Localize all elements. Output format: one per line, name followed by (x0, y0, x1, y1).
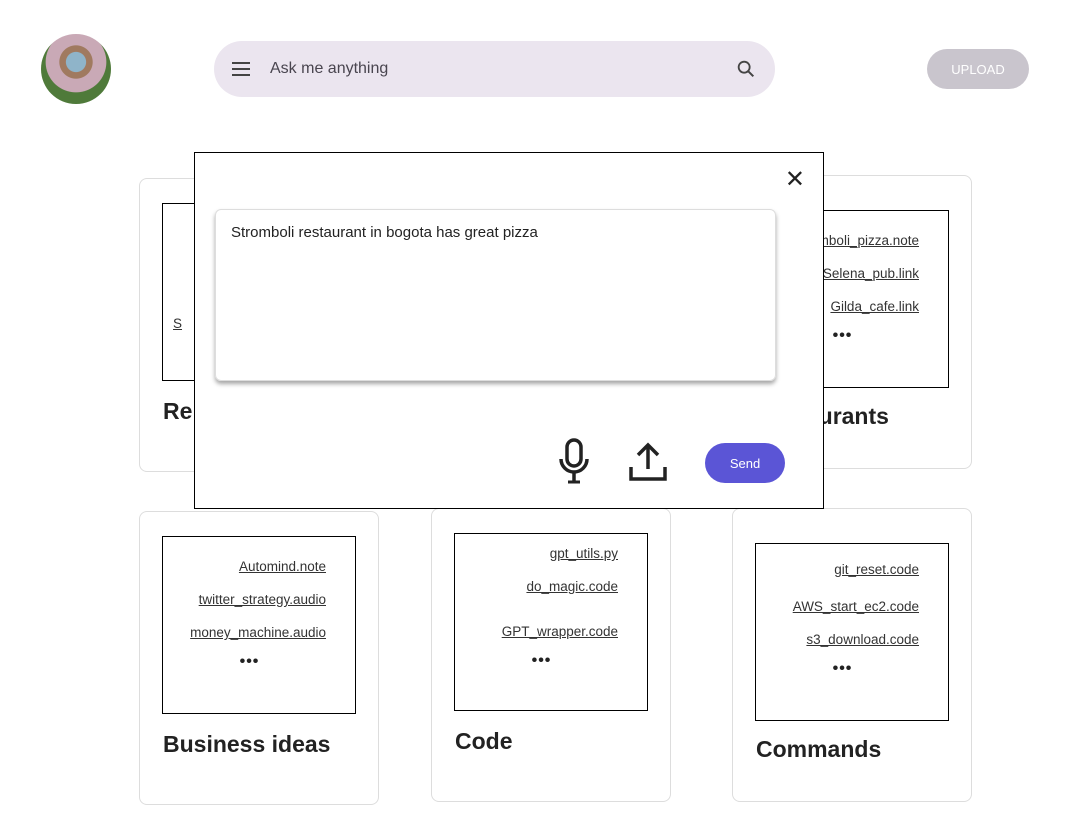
category-card[interactable]: git_reset.code AWS_start_ec2.code s3_dow… (732, 508, 972, 802)
more-icon[interactable]: ••• (832, 327, 853, 344)
file-list: git_reset.code AWS_start_ec2.code s3_dow… (755, 543, 949, 721)
upload-icon[interactable] (627, 441, 669, 483)
category-card[interactable]: Automind.note twitter_strategy.audio mon… (139, 511, 379, 805)
file-link[interactable]: Selena_pub.link (822, 266, 919, 281)
search-input[interactable]: Ask me anything (270, 60, 389, 77)
file-link[interactable]: git_reset.code (834, 562, 919, 577)
note-textarea[interactable]: Stromboli restaurant in bogota has great… (215, 209, 776, 381)
file-link[interactable]: gpt_utils.py (549, 546, 618, 561)
search-bar[interactable]: Ask me anything (214, 41, 775, 97)
more-icon[interactable]: ••• (832, 660, 853, 677)
microphone-icon[interactable] (558, 437, 590, 485)
card-title: Business ideas (163, 731, 331, 757)
category-card[interactable]: gpt_utils.py do_magic.code GPT_wrapper.c… (431, 508, 671, 802)
file-link[interactable]: Stromboli_pizza.note (792, 233, 919, 248)
file-link[interactable]: AWS_start_ec2.code (792, 599, 919, 614)
card-title: Commands (756, 736, 882, 762)
file-link[interactable]: money_machine.audio (190, 625, 326, 640)
menu-icon[interactable] (232, 58, 250, 80)
more-icon[interactable]: ••• (239, 653, 260, 670)
file-list: Automind.note twitter_strategy.audio mon… (162, 536, 356, 714)
file-link[interactable]: do_magic.code (526, 579, 618, 594)
file-link[interactable]: Automind.note (238, 559, 326, 574)
note-modal: ✕ Stromboli restaurant in bogota has gre… (194, 152, 824, 509)
file-link[interactable]: GPT_wrapper.code (501, 624, 618, 639)
file-list: gpt_utils.py do_magic.code GPT_wrapper.c… (454, 533, 648, 711)
upload-button[interactable]: UPLOAD (927, 49, 1029, 89)
card-title: Code (455, 728, 513, 754)
file-link[interactable]: Gilda_cafe.link (830, 299, 919, 314)
file-link[interactable]: S (173, 316, 183, 331)
search-icon[interactable] (735, 58, 757, 80)
send-button[interactable]: Send (705, 443, 785, 483)
close-icon[interactable]: ✕ (784, 166, 805, 193)
file-link[interactable]: twitter_strategy.audio (198, 592, 326, 607)
more-icon[interactable]: ••• (531, 652, 552, 669)
file-link[interactable]: s3_download.code (806, 632, 919, 647)
file-list: Stromboli_pizza.note Selena_pub.link Gil… (755, 210, 949, 388)
avatar[interactable] (41, 34, 111, 104)
